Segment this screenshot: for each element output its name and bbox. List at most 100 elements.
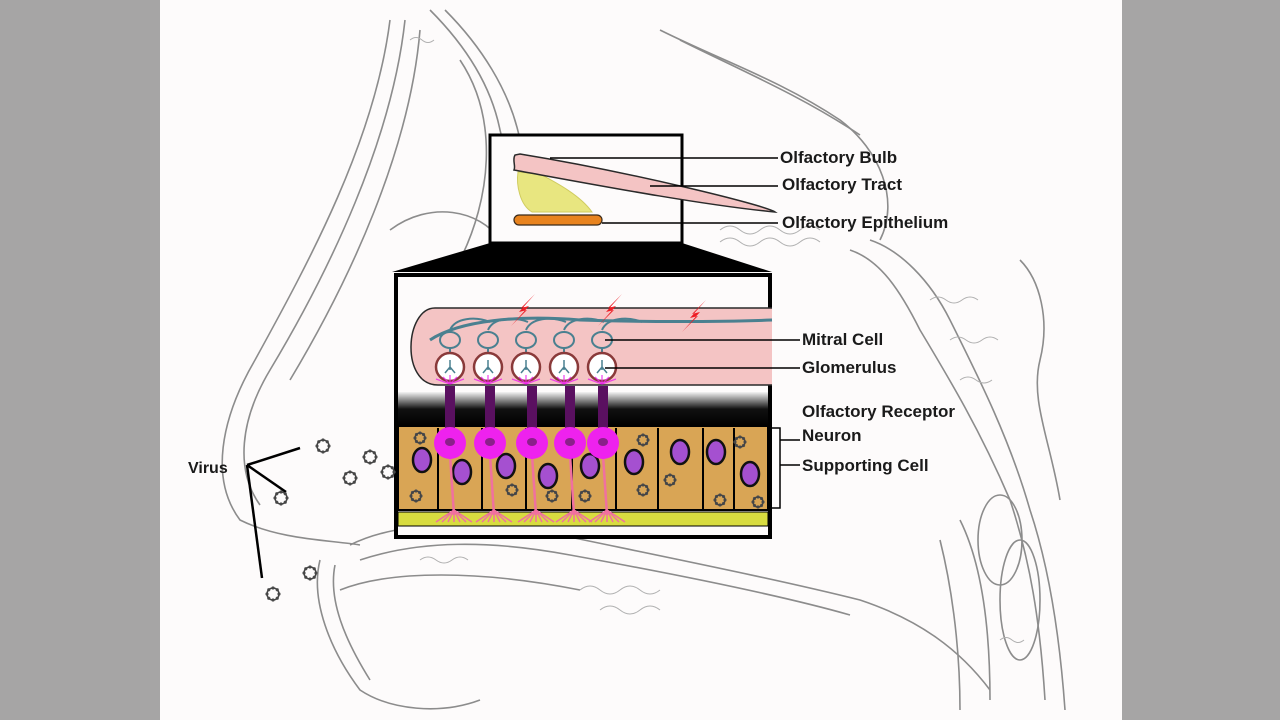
supporting-cell-nucleus: [739, 460, 761, 488]
axon-terminal: [563, 376, 572, 385]
virus-particle-icon: [636, 433, 650, 447]
dendrite-cilia: [447, 509, 455, 523]
receptor-axon: [445, 386, 455, 438]
top-inset: [392, 133, 778, 272]
lightning-bolts-group: [511, 290, 710, 332]
axon-terminal: [601, 376, 610, 385]
axon-terminal: [549, 378, 565, 385]
virus-particle-icon: [342, 470, 358, 486]
supporting-cells-group: [409, 428, 765, 510]
axon-terminal: [518, 376, 527, 385]
receptor-neurons-group: [434, 386, 626, 523]
glomerulus-dendrite: [482, 360, 494, 374]
dendrite-cilia: [535, 509, 555, 523]
virus-capsid: [664, 474, 676, 486]
virus-particle-icon: [273, 490, 289, 506]
virus-capsid: [316, 439, 330, 453]
receptor-dendrite: [601, 454, 609, 516]
label-olfactory-epithelium: Olfactory Epithelium: [782, 213, 949, 232]
receptor-neuron-nucleus: [598, 438, 608, 446]
label-virus: Virus: [188, 460, 228, 477]
dendrite-cilia: [606, 509, 626, 523]
dendrite-cilia: [523, 509, 537, 523]
virus-pointer-3: [245, 464, 264, 579]
virus-capsid: [714, 494, 726, 506]
axon-terminal: [511, 378, 527, 385]
label-supporting-cell: Supporting Cell: [802, 456, 929, 475]
virus-particle-icon: [663, 473, 677, 487]
virus-particle-icon: [713, 493, 727, 507]
receptor-dendrite: [568, 454, 576, 516]
bone-texture: [409, 37, 1025, 643]
label-glomerulus: Glomerulus: [802, 358, 897, 377]
virus-particle-icon: [505, 483, 519, 497]
glomerulus-dendrite: [520, 360, 532, 374]
lightning-bolt-icon: [598, 290, 626, 326]
supporting-cell-nucleus: [579, 452, 601, 480]
virus-capsid: [734, 436, 746, 448]
supporting-cell-nucleus: [411, 446, 433, 474]
virus-particle-icon: [265, 586, 281, 602]
mitral-dendrite: [563, 317, 605, 331]
supporting-cell-nucleus: [495, 452, 517, 480]
virus-capsid: [546, 490, 558, 502]
axon-terminal: [449, 378, 465, 385]
axon-terminal: [480, 376, 489, 385]
axon-terminal: [525, 376, 534, 385]
glomeruli-group: [434, 317, 643, 385]
axon-terminal: [442, 376, 451, 385]
supporting-cell-nucleus: [537, 462, 559, 490]
label-olfactory-bulb: Olfactory Bulb: [780, 148, 898, 167]
diagram-slide: Olfactory Bulb Olfactory Tract Olfactory…: [160, 0, 1122, 720]
cribriform-plate: [398, 392, 768, 426]
receptor-dendrite: [488, 454, 496, 516]
virus-capsid: [303, 566, 317, 580]
virus-particle-icon: [362, 449, 378, 465]
receptor-axon: [598, 386, 608, 438]
dendrite-cilia: [561, 509, 575, 523]
receptor-axon: [485, 386, 495, 438]
receptor-dendrite: [530, 454, 538, 516]
axon-terminal: [556, 376, 565, 385]
label-olfactory-receptor-neuron-line1: Olfactory Receptor: [802, 402, 956, 421]
dendrite-cilia: [481, 509, 495, 523]
main-inset: [394, 273, 800, 539]
dendrite-cilia: [493, 509, 513, 523]
olfactory-epithelium-bar: [513, 214, 603, 226]
mitral-dendrite: [525, 317, 567, 331]
virus-particles: [265, 438, 396, 602]
receptor-axon: [565, 386, 575, 438]
axon-terminal: [594, 376, 603, 385]
supporting-cell-nucleus: [451, 458, 473, 486]
virus-particle-icon: [636, 483, 650, 497]
receptor-dendrite: [448, 454, 456, 516]
dendrite-cilia: [487, 509, 495, 523]
nasal-anatomy-sketch: [221, 9, 1066, 711]
virus-pointer-2: [246, 463, 287, 494]
virus-particle-icon: [315, 438, 331, 454]
virus-capsid: [381, 465, 395, 479]
label-mitral-cell: Mitral Cell: [802, 330, 884, 349]
virus-particle-icon: [578, 489, 592, 503]
virus-capsid: [410, 490, 422, 502]
virus-annotation: [245, 438, 396, 602]
virus-particle-icon: [413, 431, 427, 445]
label-olfactory-tract: Olfactory Tract: [782, 175, 902, 194]
virus-capsid: [274, 491, 288, 505]
mitral-dendrite: [601, 317, 643, 331]
zoom-connector: [392, 243, 772, 272]
axon-terminal: [563, 378, 579, 385]
virus-capsid: [752, 496, 764, 508]
virus-particle-icon: [409, 489, 423, 503]
virus-capsid: [343, 471, 357, 485]
lightning-bolt-icon: [511, 290, 539, 326]
supporting-cell-nucleus: [623, 448, 645, 476]
mitral-dendrite: [487, 317, 529, 331]
receptor-neuron-nucleus: [565, 438, 575, 446]
mitral-dendrite: [449, 317, 491, 331]
bracket: [772, 427, 781, 509]
axon-terminal: [435, 378, 451, 385]
virus-particle-icon: [751, 495, 765, 509]
axon-terminal: [487, 376, 496, 385]
virus-particle-icon: [733, 435, 747, 449]
